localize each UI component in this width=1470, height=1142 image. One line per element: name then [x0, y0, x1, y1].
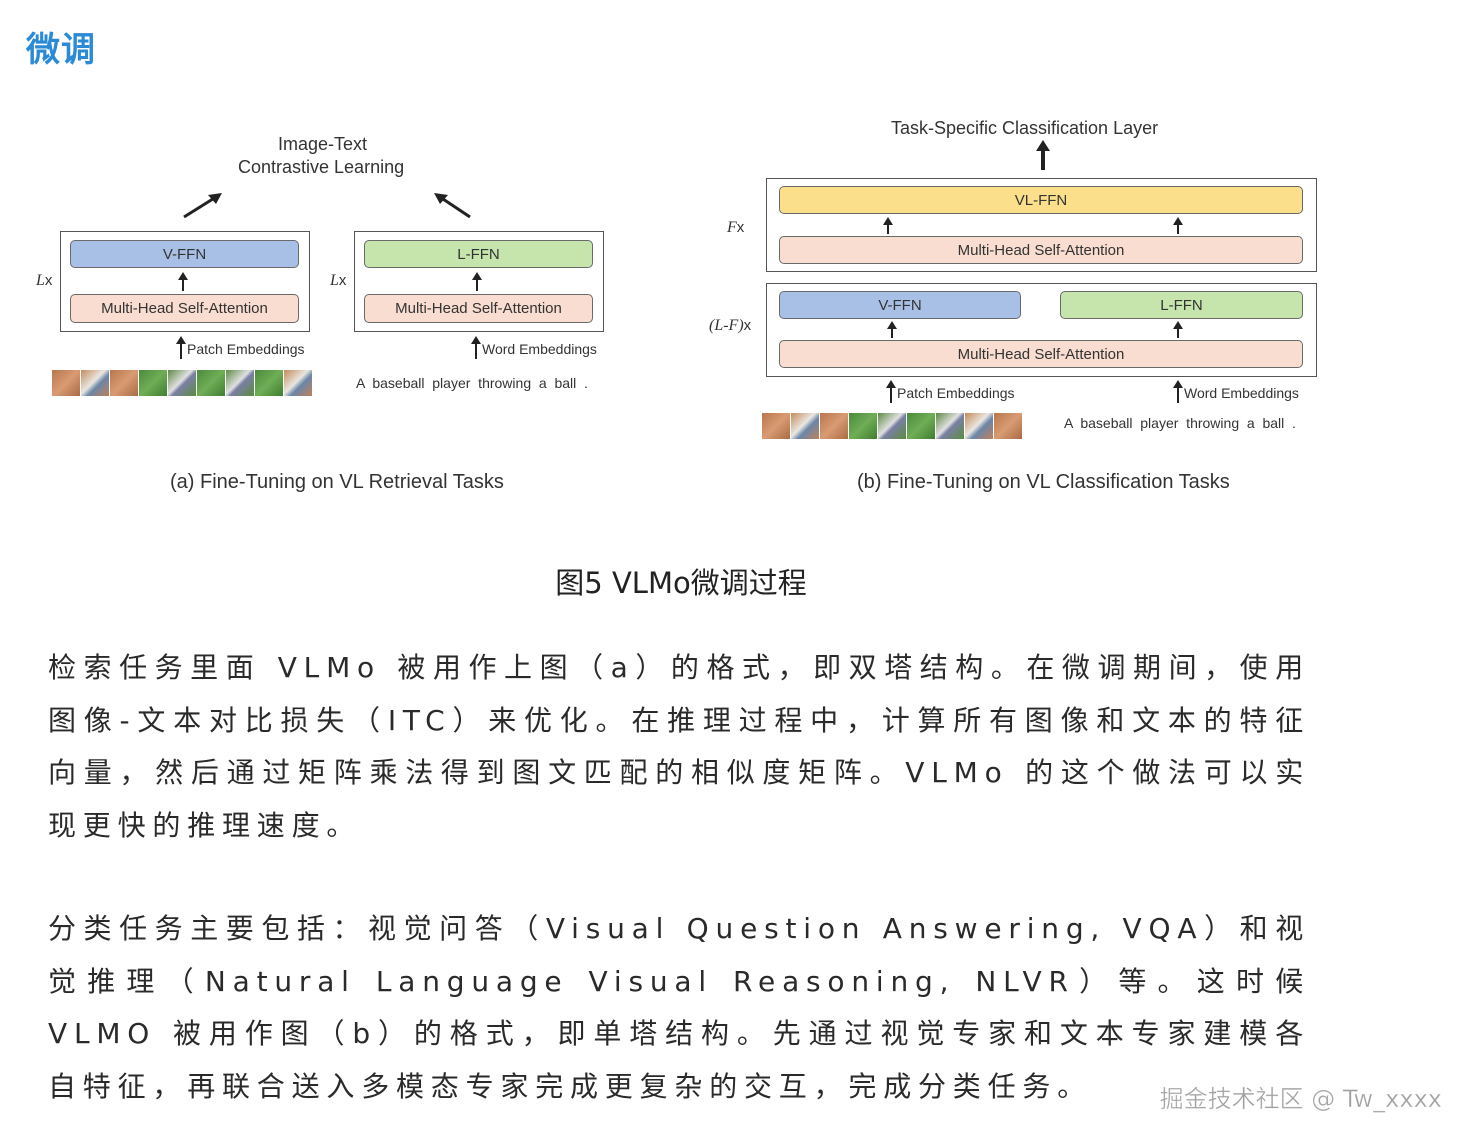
right-diag-arrow [439, 195, 471, 219]
image-patch [110, 370, 138, 396]
image-patch [197, 370, 225, 396]
image-patch [878, 413, 906, 439]
itc-label-line2: Contrastive Learning [238, 157, 405, 177]
classification-layer-label: Task-Specific Classification Layer [891, 118, 1159, 138]
image-patch [762, 413, 790, 439]
left-diag-arrowhead [208, 193, 222, 204]
word-input-arrow-a [471, 336, 481, 359]
left-diag-arrow [183, 195, 217, 219]
word-input-arrow-b [1173, 380, 1183, 403]
image-patch [820, 413, 848, 439]
word-embeddings-label-b: Word Embeddings [1184, 385, 1299, 401]
vl-ffn-block: VL-FFN [779, 186, 1303, 214]
input-sentence-a: A baseball player throwing a ball . [356, 375, 588, 391]
patch-input-arrow-a [176, 336, 186, 359]
image-patch [994, 413, 1022, 439]
upper-attention: Multi-Head Self-Attention [779, 236, 1303, 264]
figure-caption: 图5 VLMo微调过程 [555, 566, 807, 600]
contrastive-arrows [183, 193, 471, 219]
lower-left-arrow [887, 321, 897, 338]
word-embeddings-label-a: Word Embeddings [482, 341, 597, 357]
image-patches-b [762, 413, 1023, 439]
image-patch [255, 370, 283, 396]
caption-a: (a) Fine-Tuning on VL Retrieval Tasks [170, 471, 504, 493]
lower-block-frame [766, 283, 1317, 377]
itc-label-line1: Image-Text [278, 134, 368, 154]
image-patch [936, 413, 964, 439]
paragraph-classification: 分类任务主要包括：视觉问答（Visual Question Answering,… [48, 912, 1310, 1103]
image-patch [849, 413, 877, 439]
l-tower-attention: Multi-Head Self-Attention [364, 294, 593, 323]
upper-right-arrow [1173, 217, 1183, 234]
image-patch [907, 413, 935, 439]
classification-arrowhead [1036, 140, 1050, 151]
upper-left-arrow [883, 217, 893, 234]
classification-arrow [1041, 148, 1045, 170]
l-tower-frame [354, 231, 604, 332]
v-tower-attention: Multi-Head Self-Attention [70, 294, 299, 323]
image-patch [81, 370, 109, 396]
input-sentence-b: A baseball player throwing a ball . [1064, 415, 1296, 431]
image-patch [52, 370, 80, 396]
lower-v-ffn-block: V-FFN [779, 291, 1021, 319]
patch-embeddings-label-a: Patch Embeddings [187, 341, 305, 357]
upper-block-repeat: Fx [727, 219, 745, 236]
lower-attention: Multi-Head Self-Attention [779, 340, 1303, 368]
lower-l-ffn-block: L-FFN [1060, 291, 1303, 319]
l-tower-repeat: Lx [330, 272, 347, 289]
section-heading: 微调 [26, 30, 96, 70]
v-ffn-block: V-FFN [70, 240, 299, 268]
image-patch [139, 370, 167, 396]
image-patches-a [52, 370, 313, 396]
image-patch [226, 370, 254, 396]
lower-block-repeat: (L-F)x [709, 317, 752, 334]
l-ffn-block: L-FFN [364, 240, 593, 268]
watermark: 掘金技术社区 @ Tw_xxxx [1159, 1085, 1442, 1114]
vlmo-finetuning-figure: Image-Text Contrastive Learning Lx V-FFN… [0, 100, 1470, 520]
v-tower-frame [60, 231, 310, 332]
caption-b: (b) Fine-Tuning on VL Classification Tas… [857, 471, 1230, 493]
upper-block-frame [766, 178, 1317, 272]
image-patch [284, 370, 312, 396]
image-patch [965, 413, 993, 439]
patch-input-arrow-b [886, 380, 896, 403]
l-tower-inner-arrow [472, 272, 482, 291]
lower-right-arrow [1173, 321, 1183, 338]
image-patch [791, 413, 819, 439]
v-tower-inner-arrow [178, 272, 188, 291]
right-diag-arrowhead [434, 193, 448, 204]
patch-embeddings-label-b: Patch Embeddings [897, 385, 1015, 401]
paragraph-retrieval: 检索任务里面 VLMo 被用作上图（a）的格式，即双塔结构。在微调期间，使用图像… [48, 651, 1310, 842]
image-patch [168, 370, 196, 396]
v-tower-repeat: Lx [36, 272, 53, 289]
